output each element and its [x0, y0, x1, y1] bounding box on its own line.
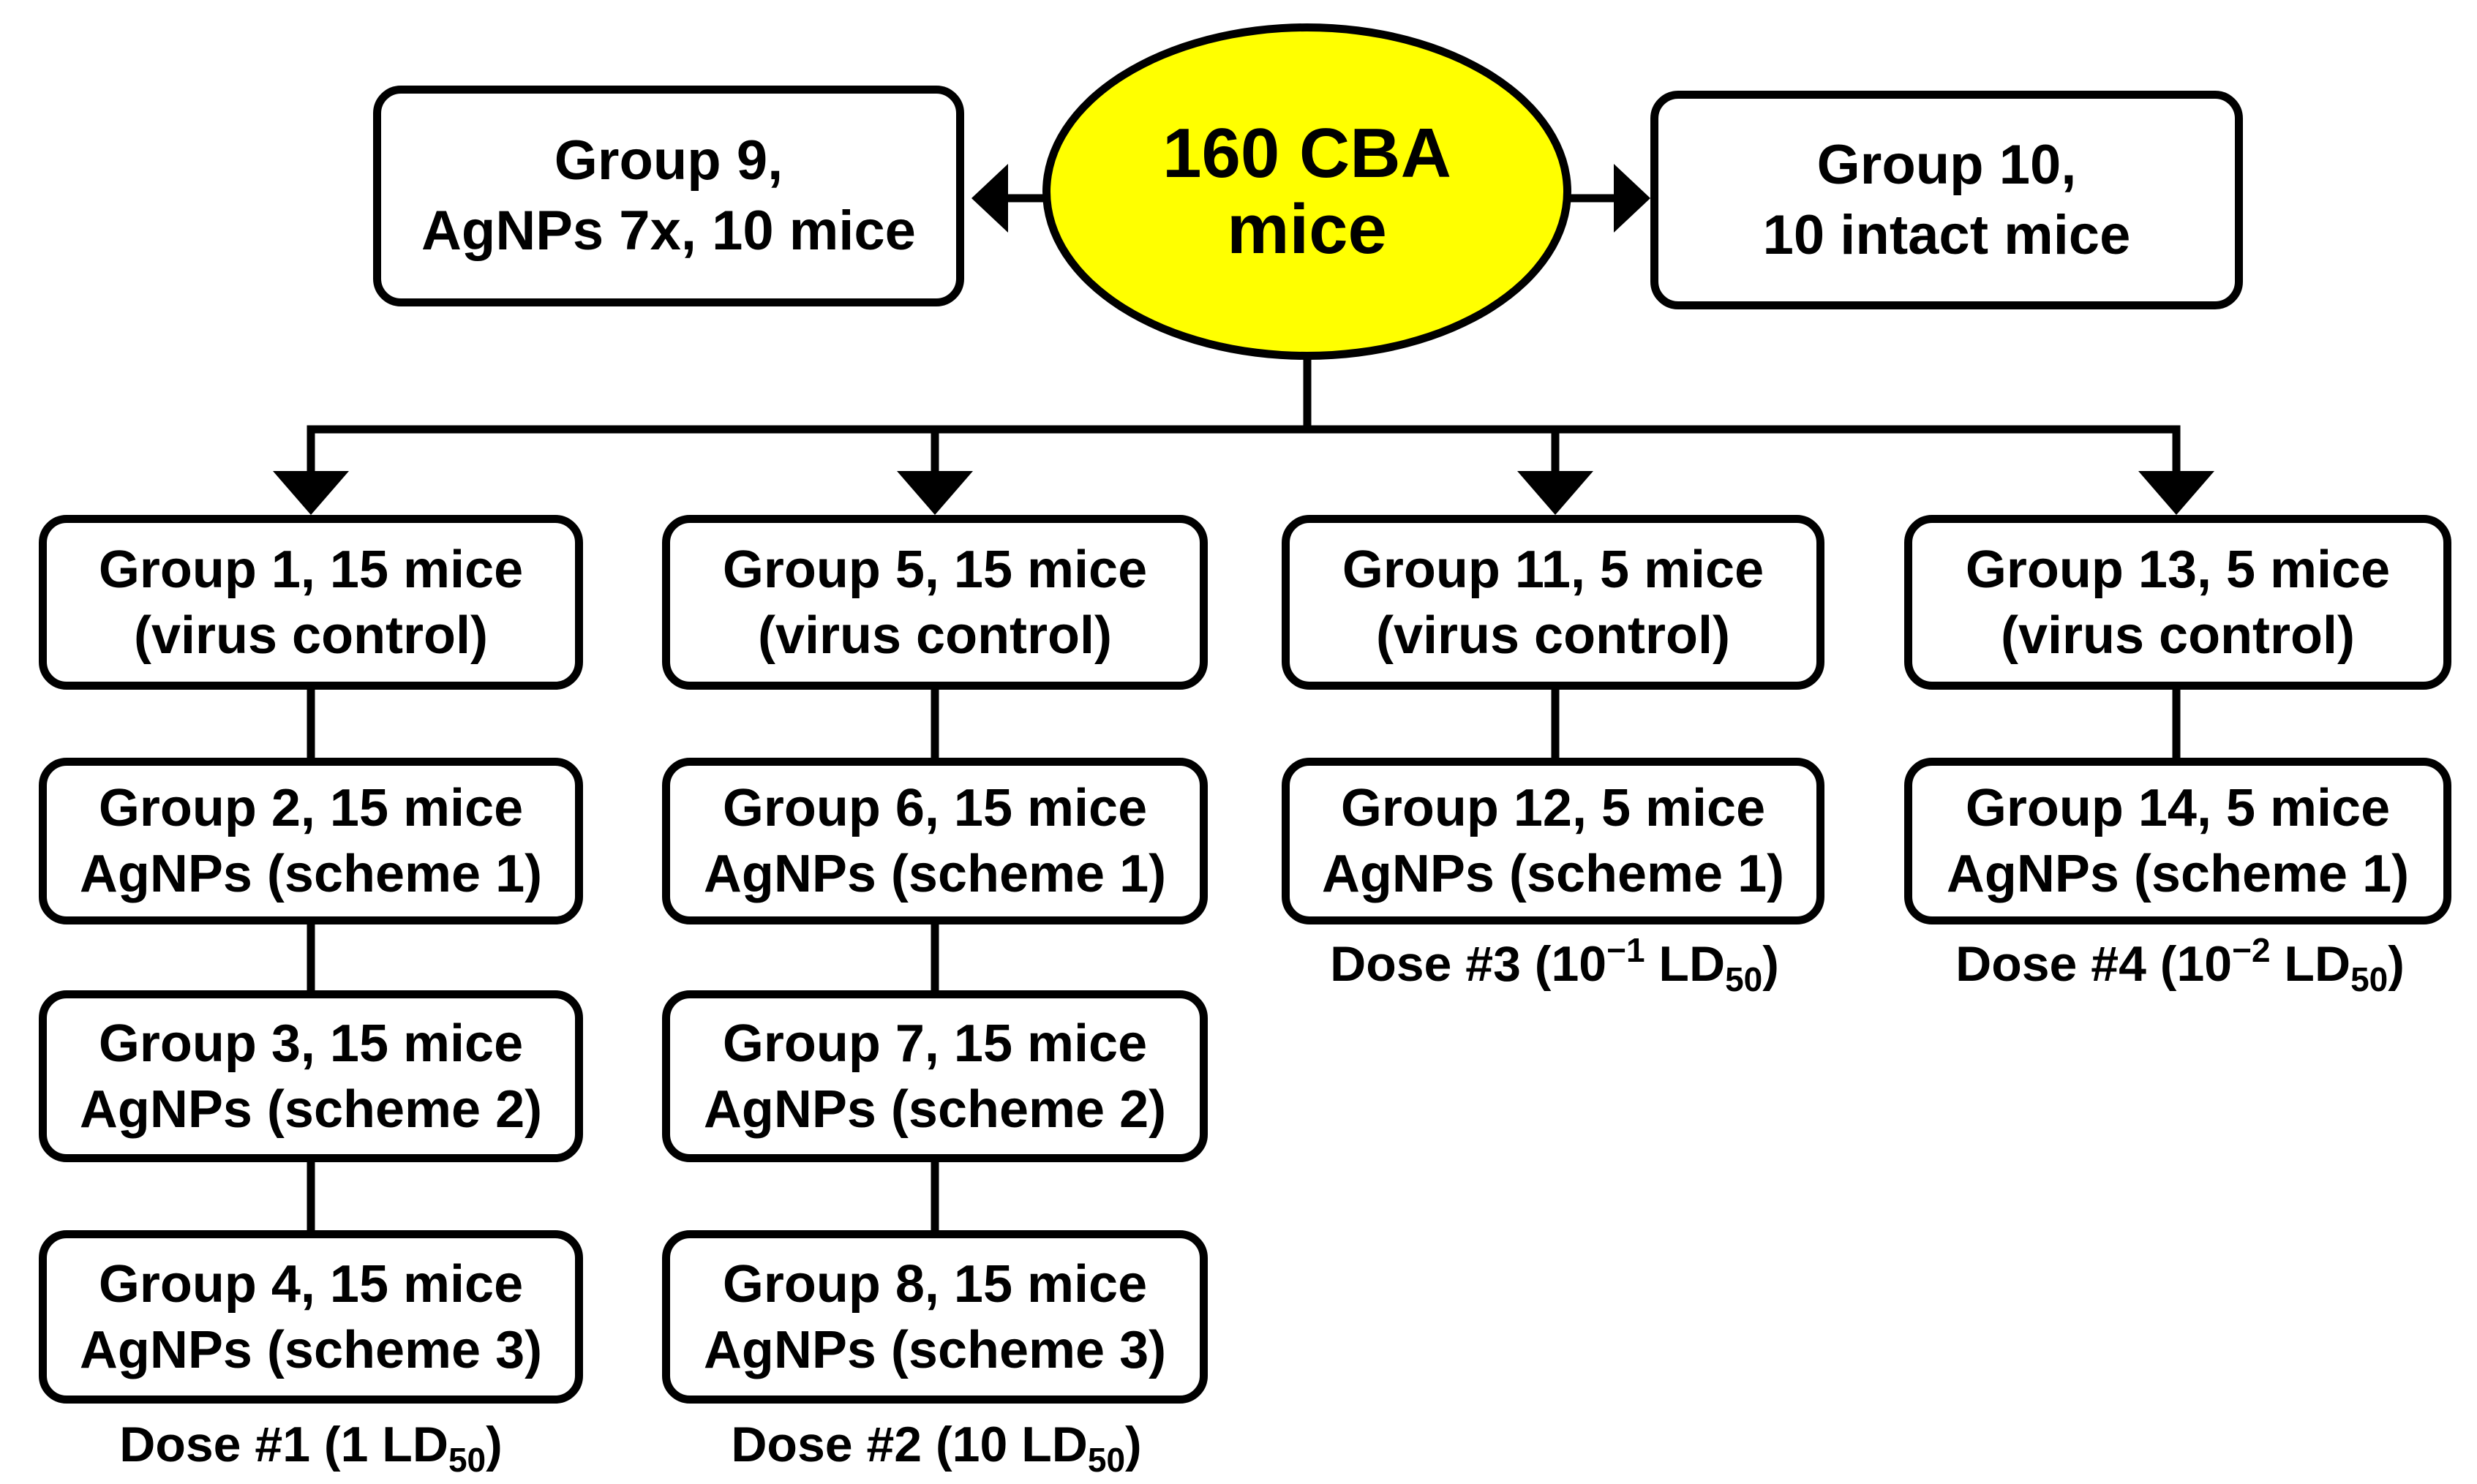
- group-box: Group 3, 15 mice AgNPs (scheme 2): [39, 990, 583, 1162]
- group-box-line1: Group 3, 15 mice: [98, 1014, 524, 1073]
- dose-suffix: ): [1762, 936, 1779, 992]
- dose-unit: LD: [2270, 936, 2351, 992]
- root-ellipse: 160 CBA mice: [1042, 23, 1571, 360]
- dose-label-col1: Dose #1 (1 LD50): [80, 1415, 541, 1477]
- dose-subscript: 50: [448, 1441, 486, 1479]
- group-box-line1: Group 2, 15 mice: [98, 779, 524, 837]
- group-box-line2: (virus control): [757, 606, 1113, 665]
- dose-subscript: 50: [2350, 960, 2388, 998]
- dose-suffix: ): [1125, 1417, 1142, 1472]
- group-box-line1: Group 7, 15 mice: [722, 1014, 1148, 1073]
- group-box-line2: (virus control): [133, 606, 489, 665]
- dose-prefix: Dose #1 (: [119, 1417, 341, 1472]
- dose-prefix: Dose #3 (10: [1330, 936, 1607, 992]
- dose-superscript: −1: [1606, 931, 1645, 969]
- dose-unit: 10 LD: [952, 1417, 1088, 1472]
- group-box: Group 12, 5 mice AgNPs (scheme 1): [1282, 758, 1824, 924]
- dose-subscript: 50: [1725, 960, 1763, 998]
- group-box-line2: AgNPs (scheme 1): [1321, 845, 1785, 903]
- group-box-line2: AgNPs (scheme 3): [703, 1320, 1167, 1379]
- dose-label-col3: Dose #3 (10−1 LD50): [1288, 933, 1822, 996]
- arrowhead-col2: [897, 471, 973, 515]
- group-box-line1: Group 8, 15 mice: [722, 1254, 1148, 1314]
- arrowhead-col1: [273, 471, 349, 515]
- group-box-line2: AgNPs (scheme 1): [79, 845, 543, 903]
- group-box: Group 11, 5 mice (virus control): [1282, 515, 1824, 690]
- dose-unit: 1 LD: [340, 1417, 448, 1472]
- root-title-line2: mice: [1227, 190, 1387, 268]
- dose-unit: LD: [1645, 936, 1726, 992]
- group-10-box: Group 10, 10 intact mice: [1650, 91, 2243, 309]
- group-box-line1: Group 12, 5 mice: [1340, 779, 1766, 837]
- dose-suffix: ): [2388, 936, 2405, 992]
- group-box-line1: Group 4, 15 mice: [98, 1254, 524, 1314]
- group-9-line2: AgNPs 7x, 10 mice: [421, 200, 916, 262]
- dose-suffix: ): [486, 1417, 503, 1472]
- group-box-line1: Group 6, 15 mice: [722, 779, 1148, 837]
- group-box-line1: Group 14, 5 mice: [1965, 779, 2391, 837]
- group-10-line2: 10 intact mice: [1762, 203, 2131, 266]
- group-box: Group 2, 15 mice AgNPs (scheme 1): [39, 758, 583, 924]
- dose-subscript: 50: [1087, 1441, 1126, 1479]
- group-box: Group 14, 5 mice AgNPs (scheme 1): [1904, 758, 2451, 924]
- group-box-line1: Group 5, 15 mice: [722, 540, 1148, 599]
- group-9-line1: Group 9,: [554, 129, 783, 192]
- group-box-line2: (virus control): [2000, 606, 2356, 665]
- arrowhead-col4: [2138, 471, 2214, 515]
- group-box-line1: Group 13, 5 mice: [1965, 540, 2391, 599]
- group-box: Group 7, 15 mice AgNPs (scheme 2): [662, 990, 1208, 1162]
- group-box-line2: (virus control): [1375, 606, 1731, 665]
- arrowhead-left: [971, 164, 1008, 233]
- dose-prefix: Dose #2 (: [731, 1417, 952, 1472]
- group-box: Group 6, 15 mice AgNPs (scheme 1): [662, 758, 1208, 924]
- dose-superscript: −2: [2232, 931, 2271, 969]
- group-box-line2: AgNPs (scheme 1): [703, 845, 1167, 903]
- arrowhead-right: [1614, 164, 1650, 233]
- group-box: Group 5, 15 mice (virus control): [662, 515, 1208, 690]
- group-box-line2: AgNPs (scheme 2): [79, 1080, 543, 1139]
- group-box: Group 8, 15 mice AgNPs (scheme 3): [662, 1230, 1208, 1404]
- group-box: Group 1, 15 mice (virus control): [39, 515, 583, 690]
- group-box-line1: Group 11, 5 mice: [1342, 540, 1764, 599]
- dose-label-col2: Dose #2 (10 LD50): [680, 1415, 1192, 1477]
- group-box-line2: AgNPs (scheme 2): [703, 1080, 1167, 1139]
- group-box-line1: Group 1, 15 mice: [98, 540, 524, 599]
- group-9-box: Group 9, AgNPs 7x, 10 mice: [373, 86, 964, 306]
- arrowhead-col3: [1517, 471, 1593, 515]
- group-10-line1: Group 10,: [1816, 133, 2077, 196]
- group-box-line2: AgNPs (scheme 1): [1946, 845, 2410, 903]
- dose-label-col4: Dose #4 (10−2 LD50): [1906, 933, 2454, 996]
- root-title-line1: 160 CBA: [1162, 114, 1451, 192]
- group-box: Group 13, 5 mice (virus control): [1904, 515, 2451, 690]
- dose-prefix: Dose #4 (10: [1955, 936, 2233, 992]
- group-box: Group 4, 15 mice AgNPs (scheme 3): [39, 1230, 583, 1404]
- group-box-line2: AgNPs (scheme 3): [79, 1320, 543, 1379]
